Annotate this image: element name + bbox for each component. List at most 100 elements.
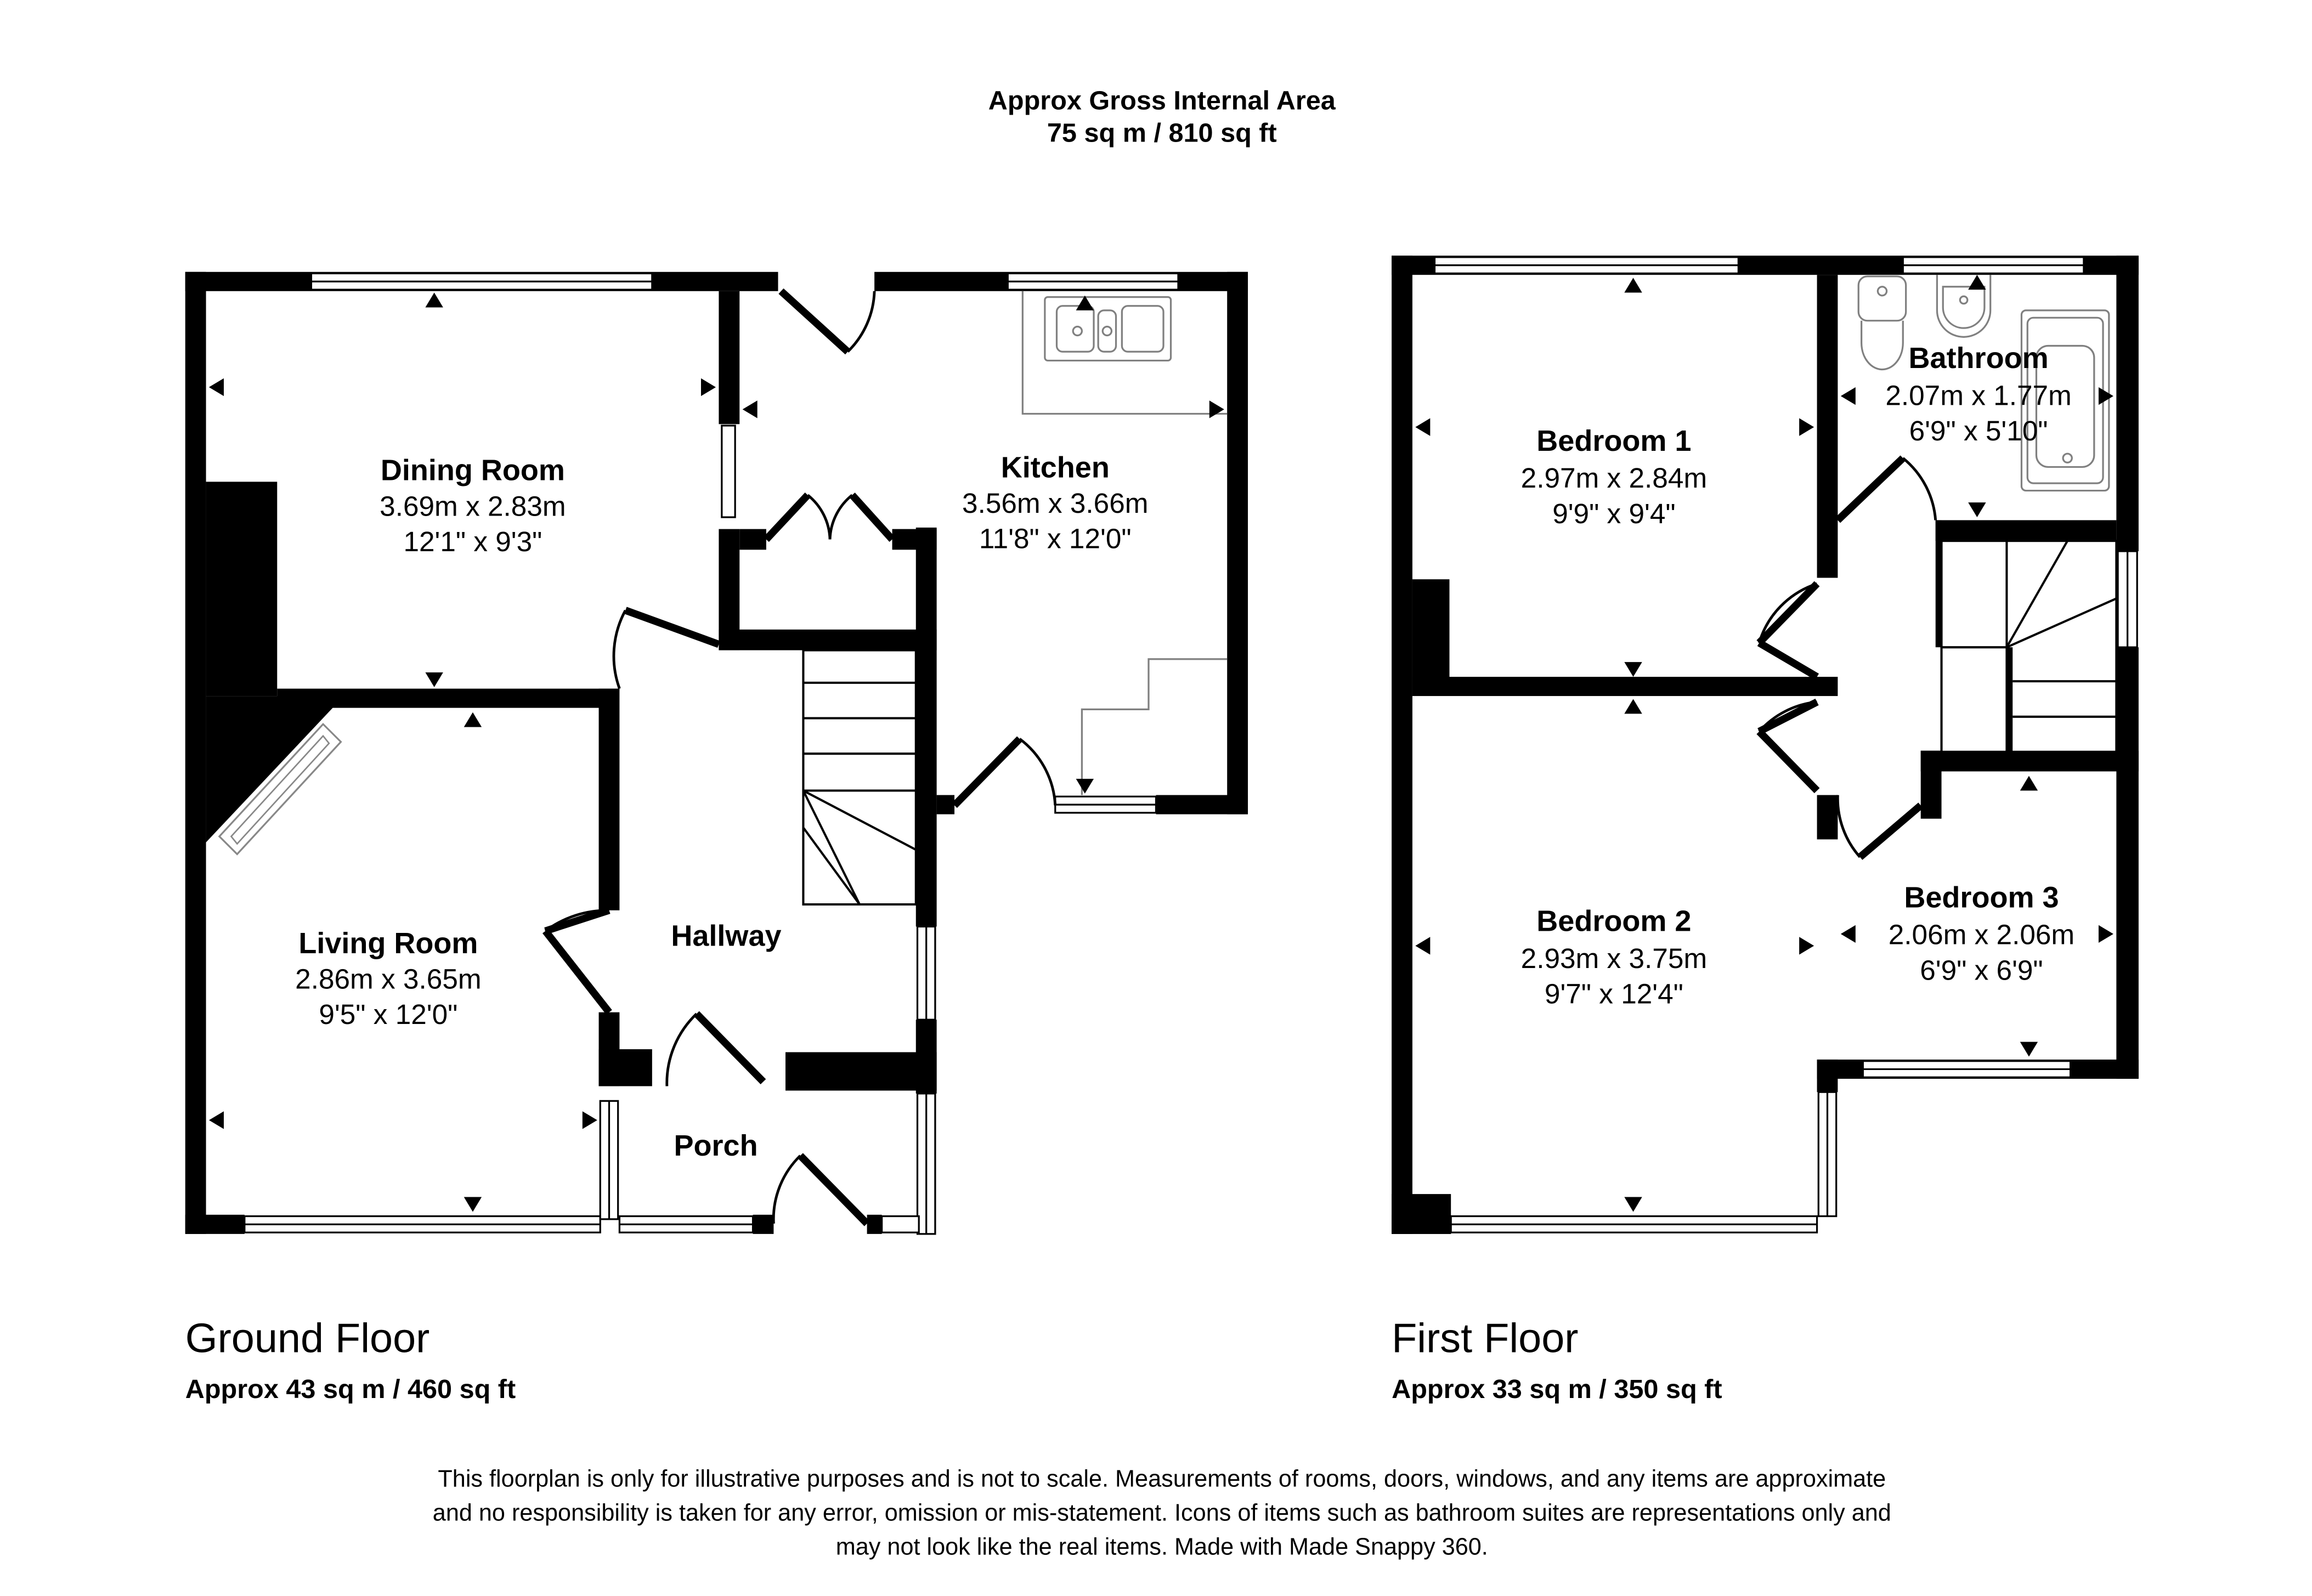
- wall: [185, 271, 206, 1234]
- dining-room-door[interactable]: [612, 607, 720, 689]
- window: [310, 272, 653, 291]
- wall: [1935, 520, 1942, 648]
- bedroom-3-door[interactable]: [1836, 795, 1924, 860]
- wall: [785, 1052, 937, 1091]
- svg-text:2.07m x 1.77m: 2.07m x 1.77m: [1885, 380, 2071, 411]
- front-door[interactable]: [772, 1153, 870, 1226]
- svg-text:Bedroom 1: Bedroom 1: [1536, 425, 1691, 457]
- window: [1817, 1091, 1838, 1218]
- wall: [2116, 256, 2139, 552]
- room-label-bathroom: Bathroom 2.07m x 1.77m 6'9" x 5'10": [1885, 342, 2071, 446]
- kitchen-sink-icon: [1021, 291, 1228, 415]
- wall: [1392, 256, 1412, 1234]
- chimney-breast: [206, 482, 278, 697]
- dimension-arrows: [1415, 275, 2113, 1212]
- wall: [753, 1214, 774, 1234]
- svg-text:Bedroom 2: Bedroom 2: [1536, 905, 1691, 938]
- room-label-porch: Porch: [674, 1129, 758, 1162]
- wall: [1935, 520, 2117, 541]
- pantry-double-door[interactable]: [763, 493, 895, 542]
- bathtub-icon: [2020, 309, 2110, 492]
- disclaimer-line-3: may not look like the real items. Made w…: [836, 1534, 1488, 1560]
- window: [618, 1215, 754, 1233]
- kitchen-side-door[interactable]: [952, 736, 1057, 808]
- window: [916, 925, 936, 1021]
- wall: [1392, 1194, 1451, 1234]
- window: [916, 1093, 936, 1235]
- wall: [739, 529, 766, 550]
- stairs-icon: [1940, 540, 2118, 755]
- serving-hatch: [721, 425, 736, 518]
- bedroom-2-door[interactable]: [1756, 698, 1820, 794]
- first-floor-plan: Bedroom 1 2.97m x 2.84m 9'9" x 9'4" Bath…: [1392, 256, 2139, 1234]
- first-floor-title: First Floor: [1392, 1316, 1578, 1362]
- svg-text:Dining Room: Dining Room: [381, 454, 565, 487]
- gross-area-value: 75 sq m / 810 sq ft: [1047, 118, 1277, 148]
- room-label-hallway: Hallway: [671, 920, 781, 953]
- wall: [1412, 579, 1450, 695]
- bathroom-door[interactable]: [1835, 455, 1937, 523]
- room-label-bedroom-2: Bedroom 2 2.93m x 3.75m 9'7" x 12'4": [1521, 905, 1707, 1010]
- svg-text:Bathroom: Bathroom: [1909, 342, 2049, 375]
- wall: [892, 529, 937, 550]
- svg-text:6'9" x 5'10": 6'9" x 5'10": [1909, 415, 2048, 446]
- room-label-dining-room: Dining Room 3.69m x 2.83m 12'1" x 9'3": [380, 454, 566, 557]
- window: [1054, 795, 1157, 814]
- window: [244, 1215, 601, 1233]
- wall: [598, 688, 620, 910]
- bedroom-1-door[interactable]: [1756, 581, 1820, 680]
- wall: [277, 688, 618, 708]
- window: [1007, 272, 1179, 291]
- porch-inner-door[interactable]: [665, 1011, 766, 1086]
- window: [599, 1100, 619, 1220]
- ground-floor-plan: Dining Room 3.69m x 2.83m 12'1" x 9'3" K…: [185, 271, 1248, 1235]
- window: [1862, 1060, 2072, 1078]
- dimension-arrows: [208, 292, 1224, 1212]
- svg-text:Living Room: Living Room: [298, 927, 478, 960]
- toilet-icon: [1857, 275, 1907, 371]
- wall: [1156, 795, 1248, 814]
- gross-area-title: Approx Gross Internal Area: [988, 86, 1336, 115]
- wall: [915, 527, 937, 927]
- svg-text:2.93m x 3.75m: 2.93m x 3.75m: [1521, 943, 1707, 974]
- svg-text:9'9" x 9'4": 9'9" x 9'4": [1552, 498, 1675, 529]
- washbasin-icon: [1936, 275, 1992, 338]
- svg-text:2.06m x 2.06m: 2.06m x 2.06m: [1889, 919, 2074, 950]
- wall: [867, 1214, 882, 1234]
- first-floor-area: Approx 33 sq m / 350 sq ft: [1392, 1374, 1722, 1404]
- wall: [1817, 275, 1838, 578]
- window: [1902, 256, 2085, 275]
- stairs-icon: [802, 649, 917, 906]
- back-door[interactable]: [778, 288, 876, 355]
- svg-text:Bedroom 3: Bedroom 3: [1904, 881, 2059, 914]
- svg-text:3.69m x 2.83m: 3.69m x 2.83m: [380, 490, 566, 522]
- wall: [1817, 1059, 1838, 1093]
- fireplace-icon: [218, 722, 342, 856]
- room-label-bedroom-1: Bedroom 1 2.97m x 2.84m 9'9" x 9'4": [1521, 425, 1707, 529]
- ground-floor-title: Ground Floor: [185, 1316, 430, 1362]
- wall: [1920, 750, 1942, 819]
- svg-text:6'9" x 6'9": 6'9" x 6'9": [1920, 954, 2043, 986]
- window: [1450, 1215, 1818, 1233]
- living-room-door[interactable]: [542, 907, 612, 1015]
- room-label-bedroom-3: Bedroom 3 2.06m x 2.06m 6'9" x 6'9": [1889, 881, 2074, 986]
- kitchen-unit-outline: [1081, 658, 1228, 795]
- room-label-living-room: Living Room 2.86m x 3.65m 9'5" x 12'0": [295, 927, 481, 1030]
- window: [1433, 256, 1739, 275]
- room-label-kitchen: Kitchen 3.56m x 3.66m 11'8" x 12'0": [962, 451, 1148, 554]
- svg-text:3.56m x 3.66m: 3.56m x 3.66m: [962, 488, 1148, 519]
- svg-text:2.86m x 3.65m: 2.86m x 3.65m: [295, 964, 481, 995]
- wall: [936, 795, 955, 814]
- ground-floor-area: Approx 43 sq m / 460 sq ft: [185, 1374, 516, 1404]
- svg-text:9'5" x 12'0": 9'5" x 12'0": [319, 999, 457, 1030]
- window: [881, 1215, 920, 1233]
- wall: [2006, 647, 2013, 754]
- wall: [598, 1049, 652, 1086]
- svg-text:11'8" x 12'0": 11'8" x 12'0": [979, 523, 1132, 554]
- wall: [1227, 271, 1248, 814]
- svg-text:9'7" x 12'4": 9'7" x 12'4": [1545, 978, 1683, 1010]
- wall: [719, 291, 740, 425]
- wall: [185, 1214, 245, 1234]
- disclaimer-line-1: This floorplan is only for illustrative …: [438, 1466, 1886, 1492]
